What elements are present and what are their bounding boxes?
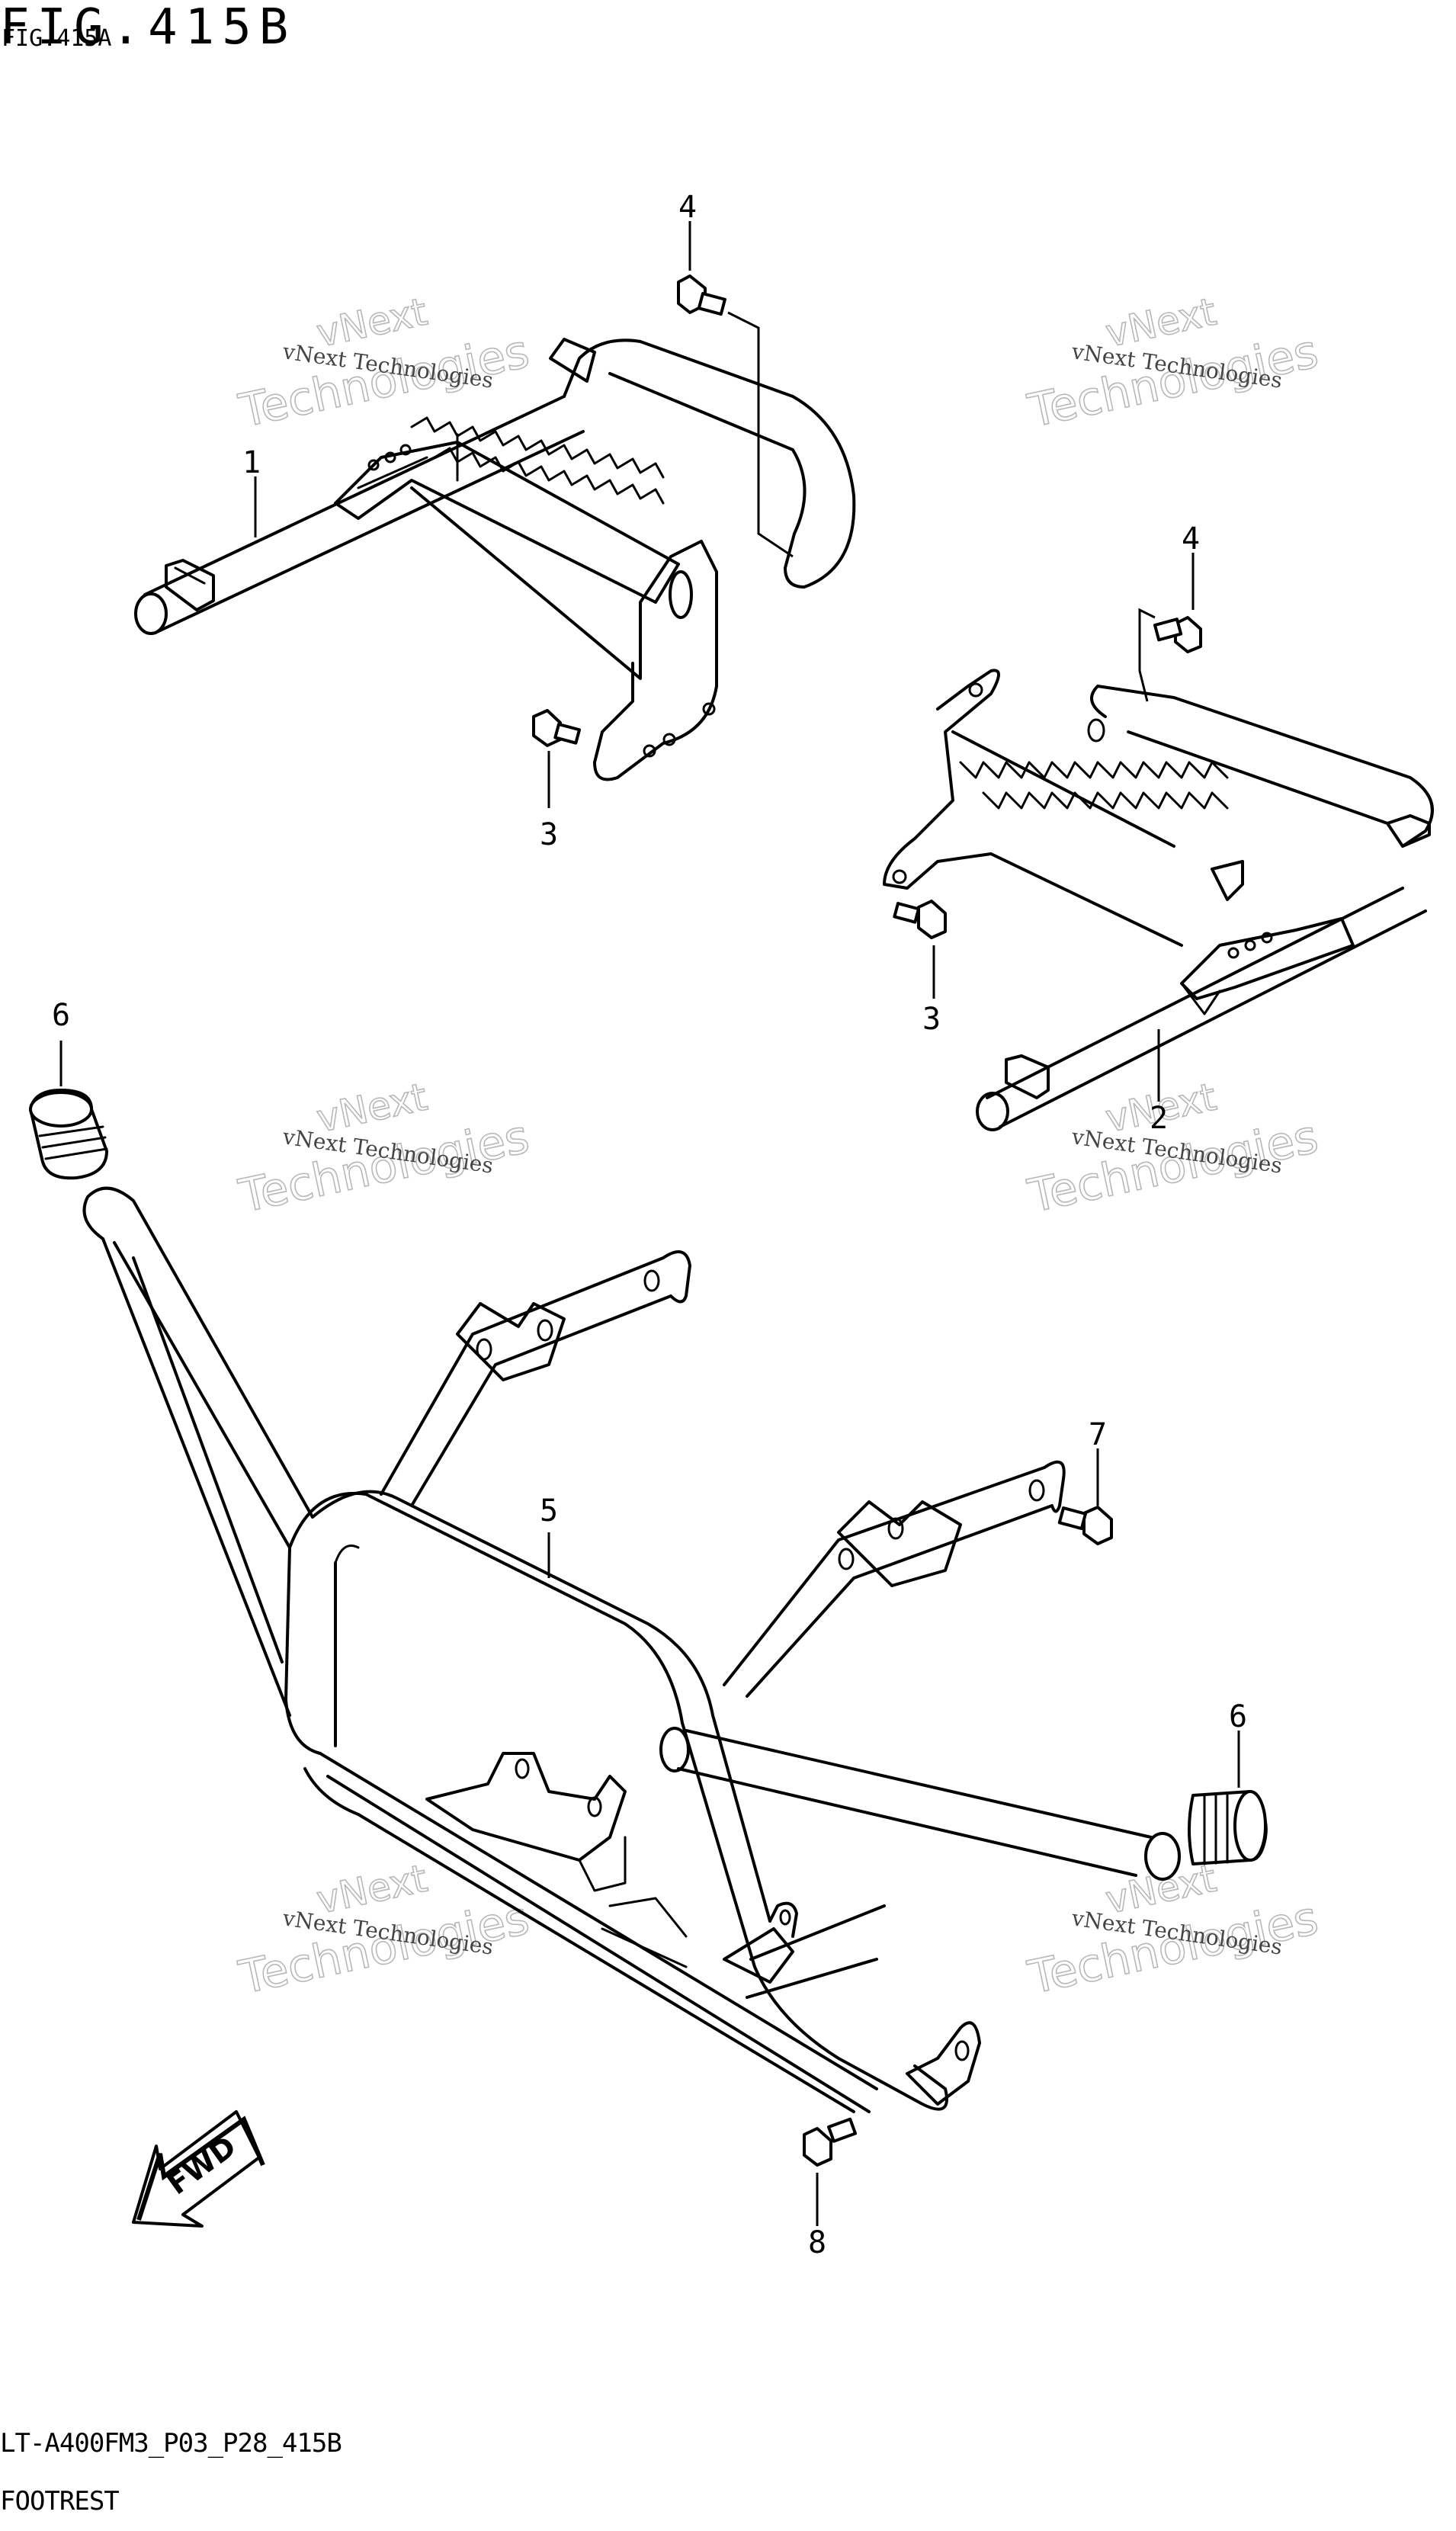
callout-4-right: 4 <box>1182 521 1200 557</box>
callout-2: 2 <box>1150 1101 1168 1136</box>
model-code: LT-A400FM3_P03_P28_415B <box>0 2428 342 2459</box>
footrest-left-part-1[interactable] <box>134 338 856 781</box>
callout-6-right: 6 <box>1229 1699 1247 1734</box>
watermark-bottom-left: vNext Technologies vNext Technologies <box>234 1856 534 2006</box>
end-cap-part-6-right[interactable] <box>1188 1790 1268 1865</box>
footrest-right-part-2[interactable] <box>883 669 1434 1131</box>
callout-labels: 4 4 1 3 3 2 6 5 7 6 8 <box>52 190 1247 2260</box>
forward-direction-arrow: FWD <box>132 2110 265 2228</box>
bolt-part-3-right[interactable] <box>893 900 947 939</box>
callout-4-top: 4 <box>678 190 697 225</box>
bolt-part-7[interactable] <box>1057 1506 1113 1545</box>
callout-1: 1 <box>242 445 261 480</box>
bolt-part-4-top[interactable] <box>677 274 726 316</box>
callout-3-left: 3 <box>540 817 558 852</box>
callout-8: 8 <box>808 2225 826 2260</box>
watermark-top-left: vNext Technologies vNext Technologies <box>234 289 534 439</box>
watermark-mid-right: vNext Technologies vNext Technologies <box>1023 1074 1323 1224</box>
section-name: FOOTREST <box>0 2486 120 2517</box>
callout-6-left: 6 <box>52 998 70 1033</box>
callout-3-right: 3 <box>922 1002 941 1037</box>
watermark-bottom-right: vNext Technologies vNext Technologies <box>1023 1856 1323 2006</box>
footrest-frame-part-5[interactable] <box>82 1186 1181 2113</box>
callout-5: 5 <box>540 1493 558 1529</box>
leader-lines <box>59 221 1240 2226</box>
bolt-part-3-left[interactable] <box>532 709 582 747</box>
callout-7: 7 <box>1089 1417 1107 1452</box>
end-cap-part-6-left[interactable] <box>29 1089 108 1180</box>
figure-title: FIG.415B <box>0 0 297 56</box>
bolt-part-8[interactable] <box>803 2117 858 2167</box>
bolt-part-4-right[interactable] <box>1153 616 1202 653</box>
figure-subtitle: FIG.415A <box>2 25 112 52</box>
watermark-mid-left: vNext Technologies vNext Technologies <box>234 1074 534 1224</box>
watermark-top-right: vNext Technologies vNext Technologies <box>1023 289 1323 439</box>
